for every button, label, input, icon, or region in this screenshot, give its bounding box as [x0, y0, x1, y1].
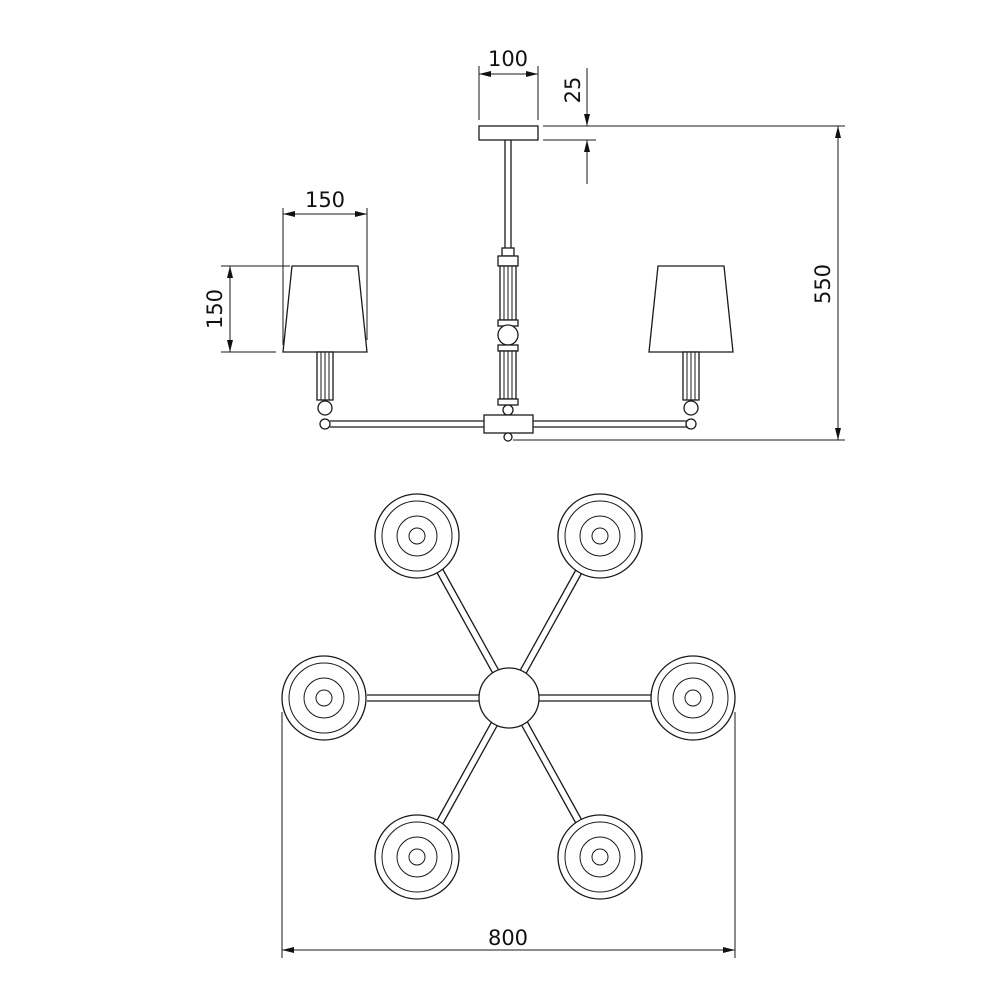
- dimension-total-width: 800: [281, 712, 736, 958]
- left-lamp: [282, 265, 368, 430]
- top-view: [281, 493, 736, 900]
- upper-fluted-column: [497, 255, 519, 327]
- dimension-shade-height: 150: [203, 265, 290, 353]
- total-height-label: 550: [811, 264, 835, 304]
- left-lampshade: [282, 265, 368, 353]
- top-view-shade-top-left: [374, 493, 460, 579]
- dimension-shade-width: 150: [282, 188, 368, 345]
- bottom-finial: [503, 432, 513, 442]
- dimension-total-height: 550: [513, 126, 845, 441]
- canopy-width-label: 100: [488, 47, 528, 71]
- central-hub: [483, 414, 534, 434]
- top-view-shade-top-right: [557, 493, 643, 579]
- top-view-shade-bottom-right: [557, 814, 643, 900]
- shade-height-label: 150: [203, 289, 227, 329]
- canopy: [478, 125, 539, 141]
- dimension-canopy-width: 100: [478, 47, 539, 120]
- right-lampshade: [648, 265, 734, 353]
- total-width-label: 800: [488, 926, 528, 950]
- center-ball: [497, 324, 519, 346]
- front-view: [282, 125, 734, 442]
- top-view-shade-right: [650, 655, 736, 741]
- top-view-center-hub: [478, 667, 540, 729]
- shade-width-label: 150: [305, 188, 345, 212]
- canopy-height-label: 25: [561, 77, 585, 104]
- lower-fluted-column: [497, 344, 519, 416]
- dimension-canopy-height: 25: [543, 68, 845, 184]
- top-view-shade-bottom-left: [374, 814, 460, 900]
- right-lamp: [648, 265, 734, 430]
- top-view-shade-left: [281, 655, 367, 741]
